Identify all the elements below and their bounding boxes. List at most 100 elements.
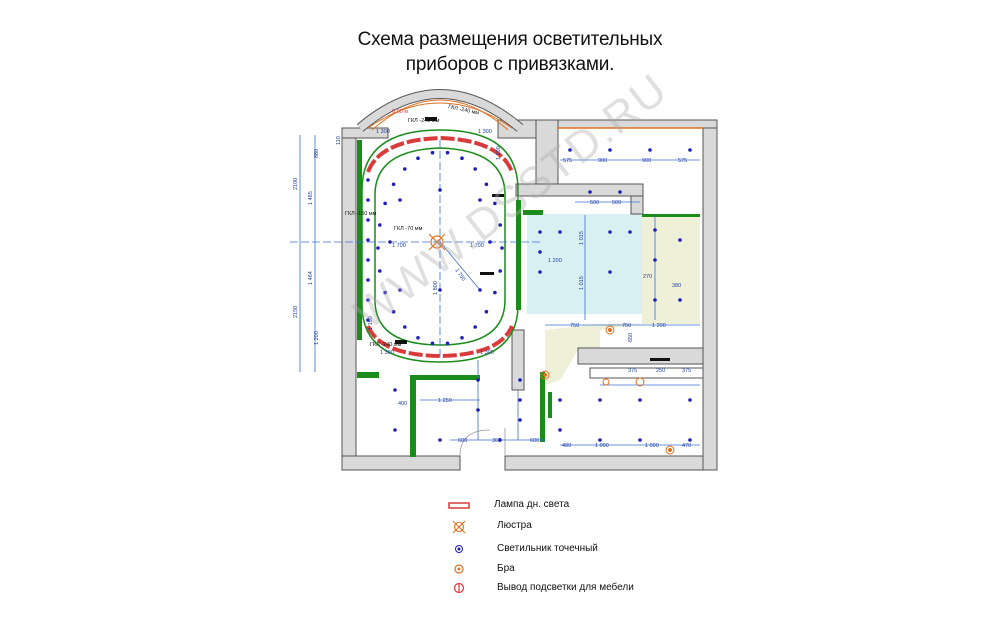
chandelier-symbol (428, 233, 446, 251)
dim-650: 650 (628, 333, 634, 342)
dim-1800: 1 800 (433, 281, 439, 295)
legend-furniture-light-icon (453, 582, 465, 594)
spotlight-dot (445, 341, 450, 346)
spotlight-dot (366, 178, 370, 182)
spotlight-dot (445, 150, 450, 155)
spotlight-dot (366, 238, 370, 242)
spotlight-dot (383, 201, 387, 206)
hall-fill (527, 214, 642, 314)
legend-spotlight-icon (455, 545, 463, 553)
spotlight-dot (538, 270, 542, 274)
spotlight-dot (598, 438, 602, 442)
gkl-240-top: ГКЛ -240 мм (408, 118, 440, 124)
spotlight-dot (388, 240, 392, 244)
spotlight-dot (366, 198, 370, 202)
spotlight-dot (678, 238, 682, 242)
spotlight-dot (653, 258, 657, 262)
spotlight-dot (558, 230, 562, 234)
dim-365: 365 (492, 438, 501, 444)
dim-575a: 575 (563, 158, 572, 164)
spotlight-dot (416, 336, 420, 340)
dim-600b: 600 (530, 438, 539, 444)
spotlight-dot (366, 278, 370, 282)
spotlight-dot (493, 201, 497, 206)
spotlight-dot (366, 258, 370, 262)
spotlight-dot (608, 270, 612, 274)
spotlight-dot (653, 298, 657, 302)
dim-500b: 500 (612, 200, 621, 206)
legend-label-fluorescent: Лампа дн. света (494, 499, 570, 510)
legend-label-furniture-light: Вывод подсветки для мебели (497, 582, 634, 593)
dim-1700a: 1 700 (392, 243, 406, 249)
dim-1100: 1 100 (368, 316, 374, 330)
spotlight-dot (678, 298, 682, 302)
spotlight-dot (588, 190, 592, 194)
dim-750b: 750 (622, 323, 631, 329)
spotlight-dot (568, 148, 572, 152)
spotlight-dot (688, 438, 692, 442)
spotlight-dot (366, 318, 370, 322)
spotlight-dot (460, 156, 464, 160)
walls (341, 119, 718, 471)
legend-fluorescent-icon (448, 502, 470, 509)
dim-250: 250 (656, 368, 665, 374)
dim-1015a: 1 015 (579, 231, 585, 245)
spotlight-dot (473, 325, 478, 329)
dim-2150: 2150 (293, 306, 299, 318)
spotlight-dot (366, 218, 370, 222)
spotlight-dot (478, 288, 482, 292)
legend-symbols (448, 502, 470, 594)
dim-110: 110 (336, 136, 342, 145)
spotlight-dot (493, 290, 497, 295)
spotlights (366, 148, 692, 442)
dim-880: 880 (314, 149, 320, 158)
legend-sconce-icon (454, 564, 464, 574)
spotlight-dot (518, 378, 522, 382)
dim-900b: 900 (642, 158, 651, 164)
legend-label-chandelier: Люстра (497, 520, 532, 531)
spotlight-dot (438, 288, 442, 292)
spotlight-dot (648, 148, 652, 152)
dim-1200-arc: 1 200 (496, 146, 502, 160)
dim-1000a: 1 000 (595, 443, 609, 449)
spotlight-dot (598, 398, 602, 402)
spotlight-dot (430, 341, 435, 346)
spotlight-dot (608, 148, 612, 152)
ceiling-oval (361, 129, 519, 363)
spotlight-dot (608, 230, 612, 234)
dim-750a: 750 (570, 323, 579, 329)
spotlight-dot (476, 378, 480, 382)
title-line-1: Схема размещения осветительных (357, 29, 663, 50)
dimension-lines (290, 135, 700, 446)
spotlight-dot (391, 182, 396, 187)
dim-2100: 2100 (293, 178, 299, 190)
spotlight-dot (438, 438, 442, 442)
dim-1464: 1 464 (308, 271, 314, 285)
dim-375a: 375 (628, 368, 637, 374)
dim-1250: 1 250 (438, 398, 452, 404)
gkl-70: ГКЛ -70 мм (394, 226, 423, 232)
dim-1200-left: 1 200 (314, 331, 320, 345)
spotlight-dot (383, 290, 387, 295)
dim-480: 480 (562, 443, 571, 449)
dim-1300d: 1 300 (480, 350, 494, 356)
spotlight-dot (498, 269, 503, 273)
legend-label-spotlight: Светильник точечный (497, 543, 598, 554)
bay-level: 0,00 м (392, 109, 408, 115)
spotlight-dot (398, 198, 402, 202)
dim-1300b: 1 300 (478, 129, 492, 135)
spotlight-dot (628, 230, 632, 234)
spotlight-dot (538, 250, 542, 254)
dim-270: 270 (643, 274, 652, 280)
kitchen-fill-main (642, 214, 700, 324)
spotlight-dot (378, 223, 382, 227)
spotlight-dot (473, 167, 478, 171)
spotlight-dot (378, 269, 382, 273)
dim-1300a: 1 300 (376, 129, 390, 135)
spotlight-dot (376, 246, 380, 250)
spotlight-dot (500, 246, 504, 250)
spotlight-dot (688, 148, 692, 152)
spotlight-dot (688, 398, 692, 402)
spotlight-dot (498, 223, 503, 227)
